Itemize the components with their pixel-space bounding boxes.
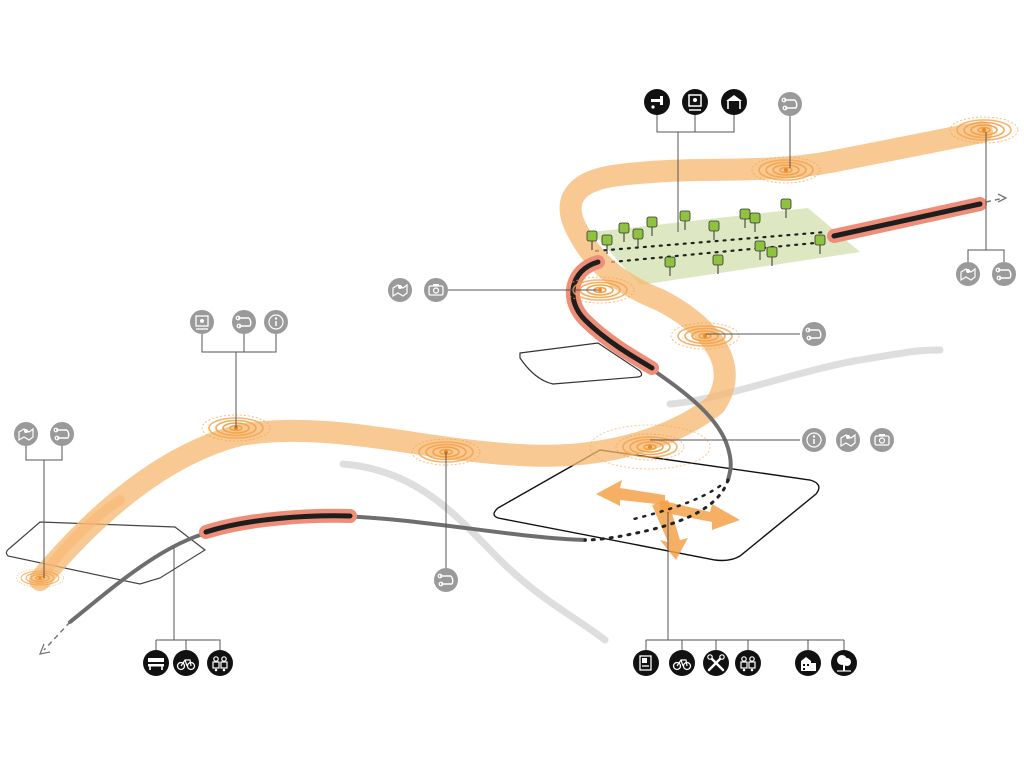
info-icon [264, 310, 288, 334]
arrow-west [596, 480, 665, 506]
park-polygon [592, 208, 860, 285]
tree-icon [831, 650, 857, 676]
ripple-plaza [589, 424, 711, 470]
building-icon [795, 650, 821, 676]
trail-dashed-end-right [985, 197, 1005, 203]
orange-ribbon [29, 121, 993, 591]
icon-mid-right-route [802, 322, 826, 346]
connector-left-mid [201, 332, 277, 428]
plaza-outline [493, 449, 820, 562]
trail-paths [38, 193, 1008, 655]
icon-bottom-left [143, 650, 233, 676]
bicycle-icon [173, 650, 199, 676]
picture-frame-icon [190, 310, 214, 334]
route-icon [50, 422, 74, 446]
trail-dashed-end-left [43, 621, 71, 651]
icon-left-end [14, 422, 74, 446]
trail-dark-s [570, 259, 655, 371]
people-icon [735, 650, 761, 676]
trail-gray-upper [648, 366, 733, 482]
icon-bottom-right [633, 650, 857, 676]
arrow-end-left [38, 643, 51, 655]
connectors [25, 114, 1005, 652]
people-icon [207, 650, 233, 676]
connector-left-end [25, 446, 63, 578]
connector-bottom-right [645, 512, 845, 652]
map-pin-icon [14, 422, 38, 446]
route-icon [992, 262, 1016, 286]
park-area [592, 208, 860, 285]
connector-right-end [967, 132, 1005, 262]
site-outlines [5, 342, 820, 585]
picture-frame-icon [682, 89, 708, 115]
water-tap-icon [644, 89, 670, 115]
camera-icon [870, 428, 894, 452]
route-icon [802, 322, 826, 346]
vending-icon [633, 650, 659, 676]
arrow-east [660, 500, 740, 530]
site-outline-left [5, 521, 207, 585]
ribbon-tip-left [35, 495, 125, 585]
icon-top-amenities [644, 89, 747, 115]
route-icon [434, 568, 458, 592]
route-icon [232, 310, 256, 334]
repair-tools-icon [703, 650, 729, 676]
map-pin-icon [956, 262, 980, 286]
icon-left-mid [190, 310, 288, 334]
connector-bottom-left [155, 548, 221, 652]
ribbon-main [29, 121, 993, 591]
plaza-arrows [596, 480, 740, 560]
info-icon [802, 428, 826, 452]
ripple-markers [15, 116, 1019, 588]
icon-plaza-right [802, 428, 894, 452]
map-pin-icon [388, 278, 412, 302]
site-outline-mid [519, 342, 643, 385]
trail-dotted-plaza [583, 478, 730, 542]
route-icon [778, 92, 802, 116]
bench-icon [143, 650, 169, 676]
pavilion-icon [721, 89, 747, 115]
bicycle-icon [669, 650, 695, 676]
icon-right-end [956, 262, 1016, 286]
park-dotted-path-1 [594, 230, 828, 253]
icon-center-route [434, 568, 458, 592]
arrow-end-right [997, 193, 1008, 203]
arrow-south [652, 500, 688, 560]
connector-top-amenities [656, 114, 735, 232]
icon-park-left [388, 278, 448, 302]
trail-dark-upper-right [831, 201, 983, 239]
camera-icon [424, 278, 448, 302]
map-pin-icon [836, 428, 860, 452]
icon-top-route [778, 92, 802, 116]
trail-dark-lower [203, 513, 353, 535]
road-diagonal [339, 460, 609, 644]
